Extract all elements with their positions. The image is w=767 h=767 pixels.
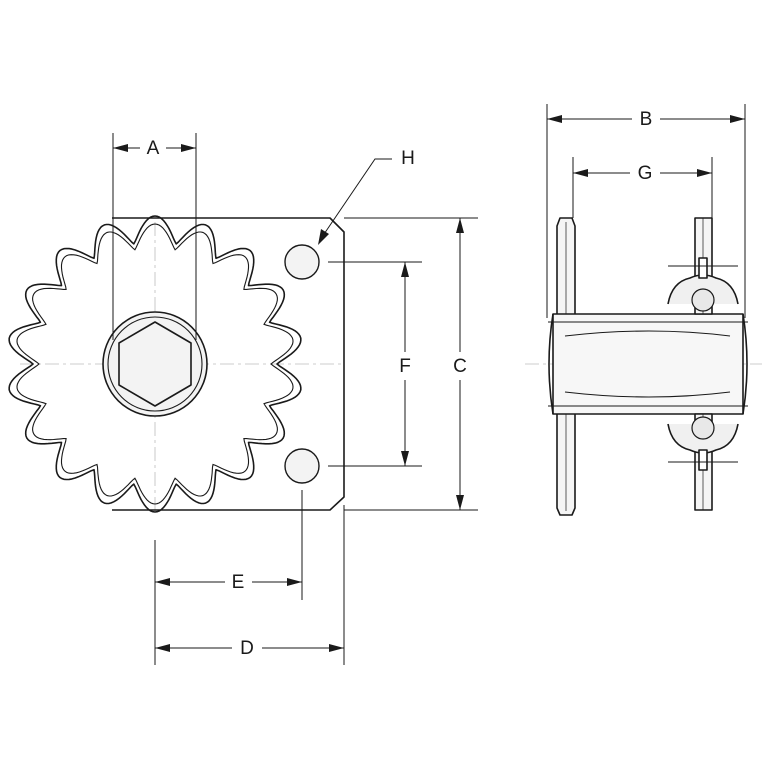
- mounting-plate: [112, 217, 345, 511]
- bearing-ball-bottom: [691, 416, 715, 440]
- mounting-hole-bottom: [284, 448, 320, 484]
- dimension-label-d: D: [240, 638, 254, 659]
- dimension-label-e: E: [232, 572, 245, 593]
- hub-cylinder-right-end: [742, 313, 748, 415]
- dimension-label-a: A: [147, 138, 160, 159]
- side-view: [525, 217, 762, 516]
- bearing-pin-bottom: [698, 449, 708, 471]
- hub-bore-groove-bottom: [564, 391, 731, 398]
- hex-bore: [118, 321, 192, 407]
- hub-bore-inner: [107, 316, 203, 412]
- dimension-label-c: C: [453, 356, 467, 377]
- dimension-label-b: B: [640, 109, 653, 130]
- mounting-hole-top: [284, 244, 320, 280]
- dimension-label-f: F: [399, 356, 411, 377]
- dimension-label-g: G: [638, 163, 653, 184]
- sprocket-outline: [8, 215, 302, 513]
- dimension-labels: A B G H C F E D: [147, 109, 653, 659]
- bearing-pin-top: [698, 257, 708, 279]
- bearing-ball-top: [691, 288, 715, 312]
- hub-cylinder-left-end: [548, 313, 554, 415]
- dimension-label-h: H: [401, 148, 415, 169]
- front-view: [8, 215, 345, 513]
- dimension-lines: [112, 104, 746, 665]
- sprocket-tooth-edge: [16, 223, 294, 505]
- hub-bore-groove-top: [564, 330, 731, 337]
- hub-cylinder: [552, 313, 744, 415]
